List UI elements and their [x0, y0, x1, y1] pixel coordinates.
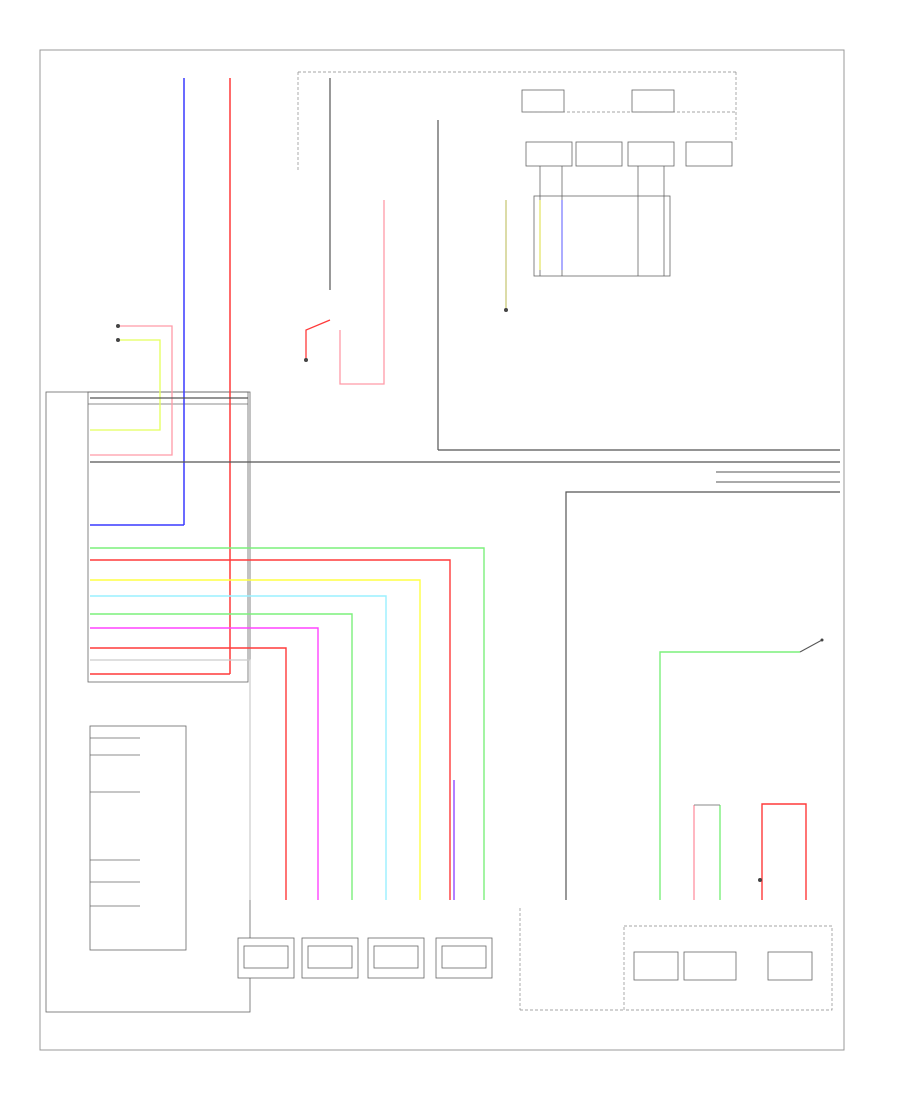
wire-magenta	[90, 627, 319, 900]
wire-yellowgreen-top	[90, 339, 161, 431]
wire-black-top	[90, 397, 840, 463]
wire-right-red	[761, 803, 807, 900]
wire-black-center	[329, 78, 840, 451]
wire-pink-top	[90, 325, 173, 456]
sensor-2	[301, 937, 359, 979]
wire-right-pink	[693, 804, 721, 900]
fuse-relay-group	[297, 71, 737, 170]
control-unit-box	[45, 391, 251, 1013]
wire-right-black	[565, 471, 840, 900]
sensor-4	[435, 937, 493, 979]
wire-pink-center	[339, 200, 385, 385]
switch-icon	[799, 638, 824, 653]
sensor-1	[237, 937, 295, 979]
wire-green-1	[90, 547, 485, 900]
wire-lightblue	[90, 595, 387, 900]
wire-yellow	[90, 579, 421, 900]
joint-connector-box	[533, 166, 671, 277]
wire-red-3	[90, 647, 287, 900]
wire-red-2	[90, 559, 451, 900]
wire-gray-1	[90, 659, 251, 900]
wire-green-2	[90, 613, 353, 900]
wire-olive-center	[505, 200, 563, 310]
diagram-frame	[39, 49, 845, 1051]
bottom-right-module	[519, 908, 833, 1011]
sensor-3	[367, 937, 425, 979]
sub-panel	[89, 725, 187, 951]
wire-right-green	[659, 651, 800, 900]
wire-red-center	[305, 319, 331, 360]
connector-markers	[116, 308, 762, 882]
wire-blue	[90, 78, 185, 526]
wire-red-main	[90, 78, 231, 675]
